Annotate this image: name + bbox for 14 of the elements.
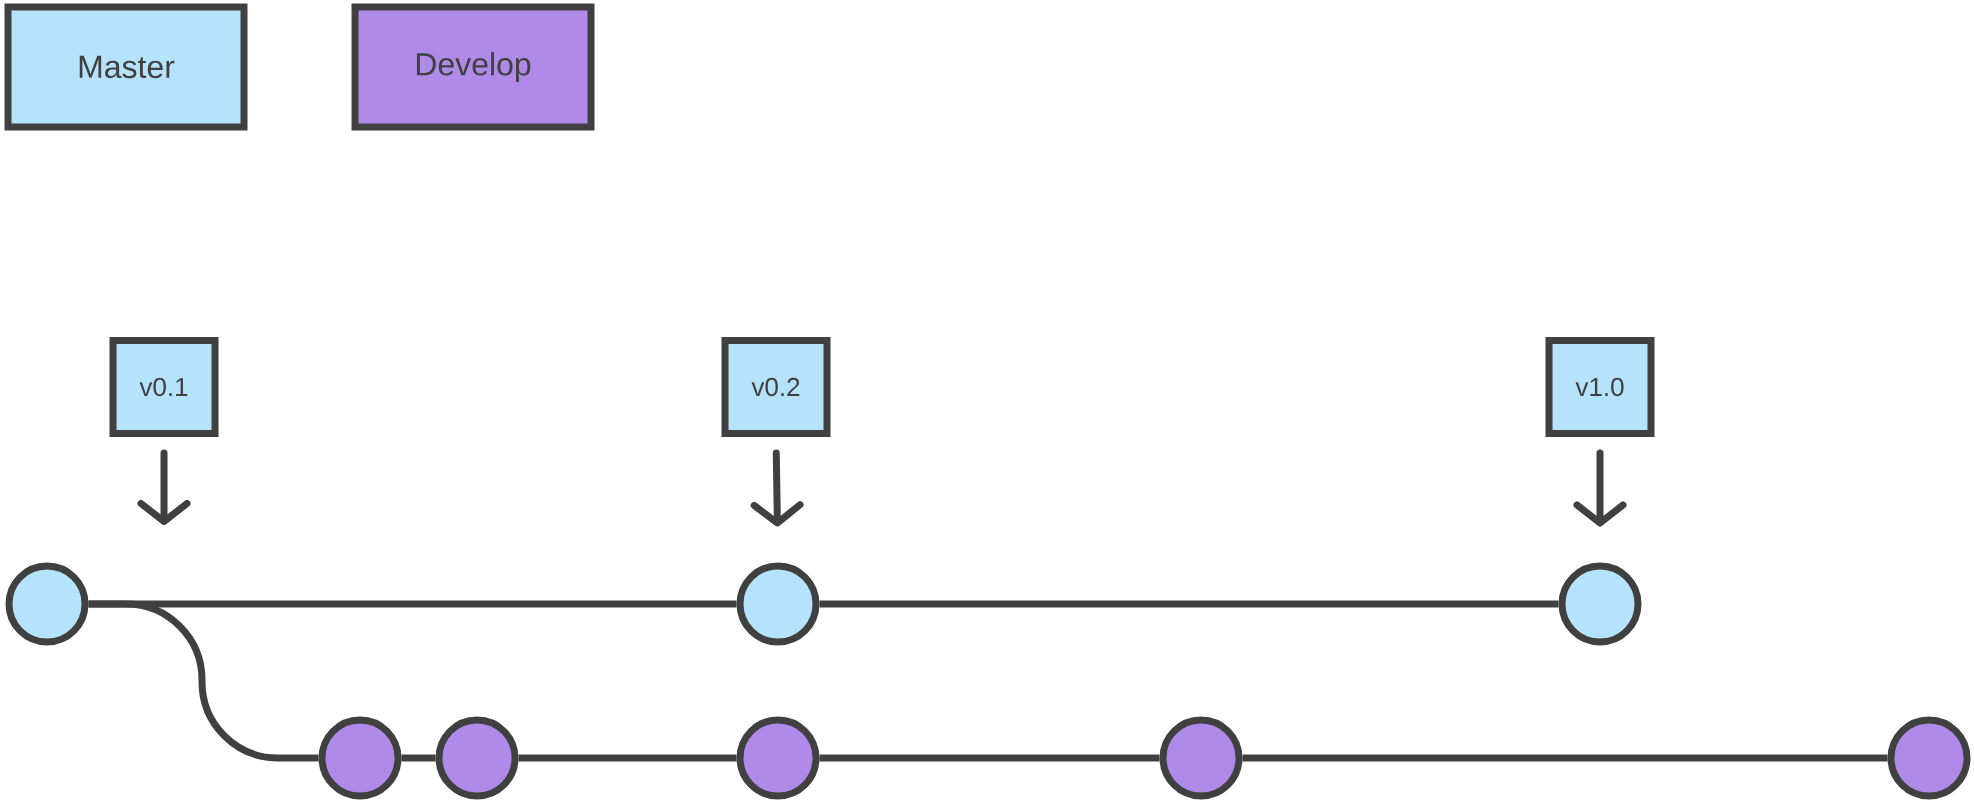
commit-circle — [1159, 716, 1243, 800]
tag-box: v0.2 — [721, 337, 831, 437]
tag-box: v0.1 — [109, 337, 219, 437]
tag-box: v1.0 — [1545, 337, 1655, 437]
commit-circle — [1558, 562, 1642, 646]
commit-circle — [435, 716, 519, 800]
commit-circle — [736, 716, 820, 800]
commit-circle — [318, 716, 402, 800]
commit-circle — [1887, 716, 1971, 800]
commit-circle — [5, 562, 89, 646]
branch-line — [1242, 754, 1888, 762]
commit-circle — [736, 562, 820, 646]
legend-box: Develop — [351, 3, 595, 131]
legend-box: Master — [4, 3, 248, 131]
